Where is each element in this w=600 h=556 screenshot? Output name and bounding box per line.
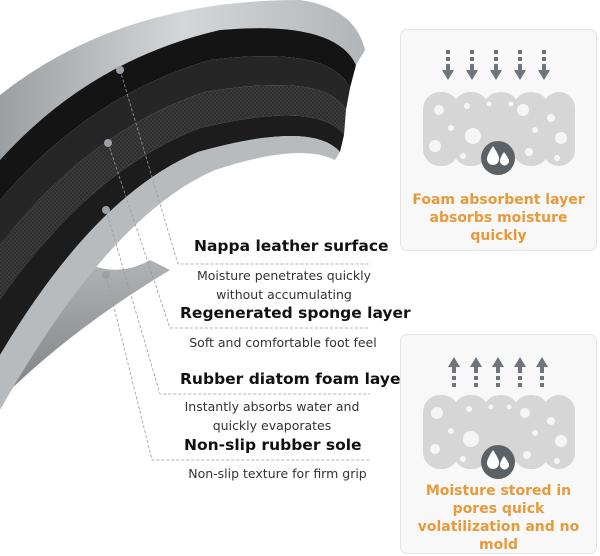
leather-surface-layer (0, 28, 356, 200)
rubber-sole-layer (0, 115, 344, 355)
layer-title-leather: Nappa leather surface (194, 237, 389, 255)
layer-desc-diatom: Instantly absorbs water and quickly evap… (184, 399, 360, 433)
layer-desc-leather: Moisture penetrates quickly without accu… (196, 268, 372, 302)
sole-base-layer (0, 136, 340, 410)
foam-block-icon (423, 395, 575, 479)
diatom-foam-layer (0, 85, 346, 300)
store-panel-graphic (423, 357, 575, 479)
top-grey-layer (0, 0, 365, 160)
layer-title-sole: Non-slip rubber sole (184, 436, 362, 454)
arrows-up-icon (448, 357, 548, 387)
sponge-layer (0, 56, 350, 245)
water-drops-icon (481, 141, 515, 175)
foam-block-icon (423, 92, 575, 175)
layer-title-sponge: Regenerated sponge layer (180, 304, 411, 322)
layer-desc-sponge: Soft and comfortable foot feel (189, 335, 377, 350)
arrows-down-icon (442, 50, 550, 80)
absorb-panel-caption: Foam absorbent layer absorbs moisture qu… (412, 192, 585, 244)
absorb-panel-graphic (423, 50, 575, 175)
store-panel-caption: Moisture stored in pores quick volatiliz… (417, 483, 580, 553)
water-drops-icon (481, 445, 515, 479)
absorb-info-panel: Foam absorbent layer absorbs moisture qu… (400, 29, 597, 251)
layer-desc-sole: Non-slip texture for firm grip (188, 466, 367, 481)
layer-title-diatom: Rubber diatom foam layer (180, 370, 409, 388)
store-info-panel: Moisture stored in pores quick volatiliz… (400, 334, 597, 554)
leader-lines (105, 69, 370, 461)
